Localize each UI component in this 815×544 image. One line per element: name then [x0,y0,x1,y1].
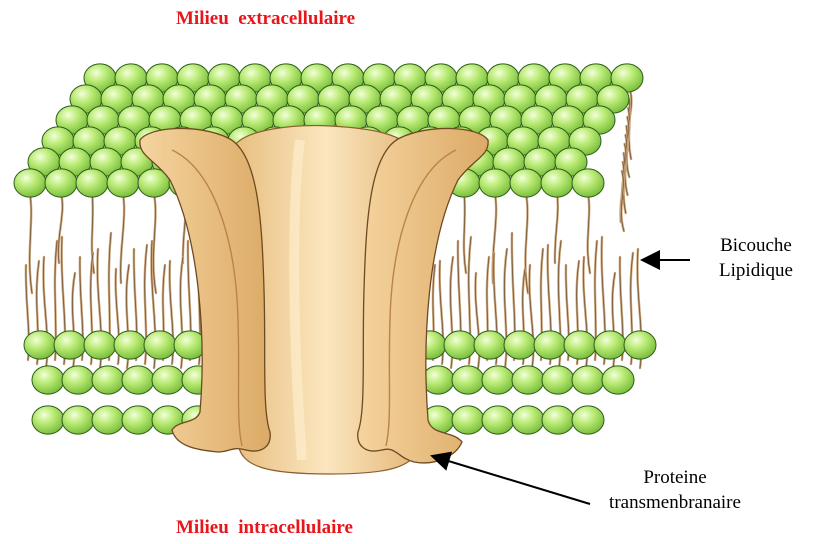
bilayer-label-line1: Bicouche [690,233,815,258]
lipid-head [54,331,86,359]
lipid-head [452,406,484,434]
lipid-head [144,331,176,359]
lipid-head [32,406,64,434]
lipid-head [45,169,77,197]
lipid-head [107,169,139,197]
lipid-head [92,406,124,434]
lipid-head [542,366,574,394]
bilayer-label: Bicouche Lipidique [690,233,815,283]
lipid-head [572,366,604,394]
protein-label-line2: transmenbranaire [580,490,770,515]
lipid-head [122,406,154,434]
lipid-head [482,366,514,394]
lipid-head [504,331,536,359]
lipid-head [624,331,656,359]
lipid-head [482,406,514,434]
lipid-head [32,366,64,394]
protein-arrow [432,456,590,504]
lipid-head [564,331,596,359]
lipid-head [76,169,108,197]
protein-label-line1: Proteine [580,465,770,490]
lipid-head [14,169,46,197]
lipid-head [114,331,146,359]
protein-label: Proteine transmenbranaire [580,465,770,515]
lipid-head [541,169,573,197]
lipid-head [84,331,116,359]
lipid-head [510,169,542,197]
lipid-head [512,406,544,434]
extracellular-label: Milieu extracellulaire [176,8,355,30]
bilayer-label-line2: Lipidique [690,258,815,283]
lipid-head [122,366,154,394]
intracellular-label: Milieu intracellulaire [176,517,353,539]
lipid-head [602,366,634,394]
lipid-head [512,366,544,394]
lipid-head [452,366,484,394]
lipid-head [474,331,506,359]
lipid-head [572,406,604,434]
lipid-head [152,366,184,394]
lipid-head [542,406,574,434]
lipid-head [62,406,94,434]
lipid-head [572,169,604,197]
lipid-head [594,331,626,359]
lipid-head [534,331,566,359]
lipid-head [24,331,56,359]
lipid-head [92,366,124,394]
lipid-head [444,331,476,359]
lipid-head [62,366,94,394]
lipid-head [479,169,511,197]
